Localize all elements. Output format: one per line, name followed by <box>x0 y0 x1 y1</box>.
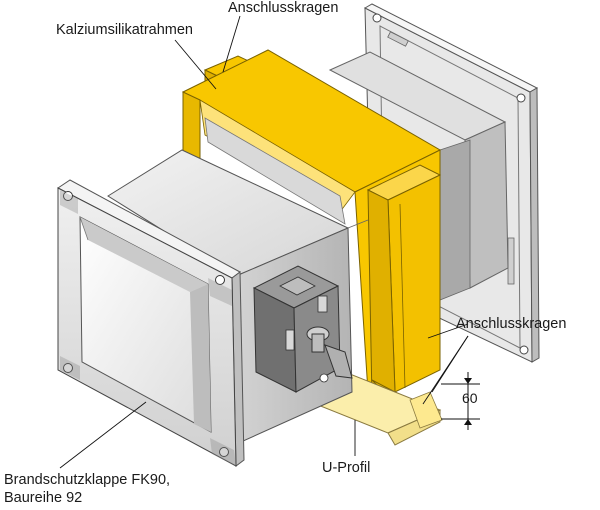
label-kalziumsilikatrahmen: Kalziumsilikatrahmen <box>56 22 193 38</box>
label-brandschutzklappe: Brandschutzklappe FK90, <box>4 472 171 488</box>
front-flange <box>57 179 245 467</box>
label-u-profil: U-Profil <box>322 460 371 476</box>
dimension-value: 60 <box>462 390 478 406</box>
leader-lines <box>59 15 469 469</box>
label-baureihe: Baureihe 92 <box>4 490 83 506</box>
label-anschlusskragen-right: Anschlusskragen <box>456 316 567 332</box>
insulation-block <box>181 49 442 419</box>
rear-duct <box>328 51 509 301</box>
label-anschlusskragen-top: Anschlusskragen <box>228 0 339 16</box>
damper-actuator <box>252 265 353 393</box>
dimension-60 <box>441 372 480 430</box>
